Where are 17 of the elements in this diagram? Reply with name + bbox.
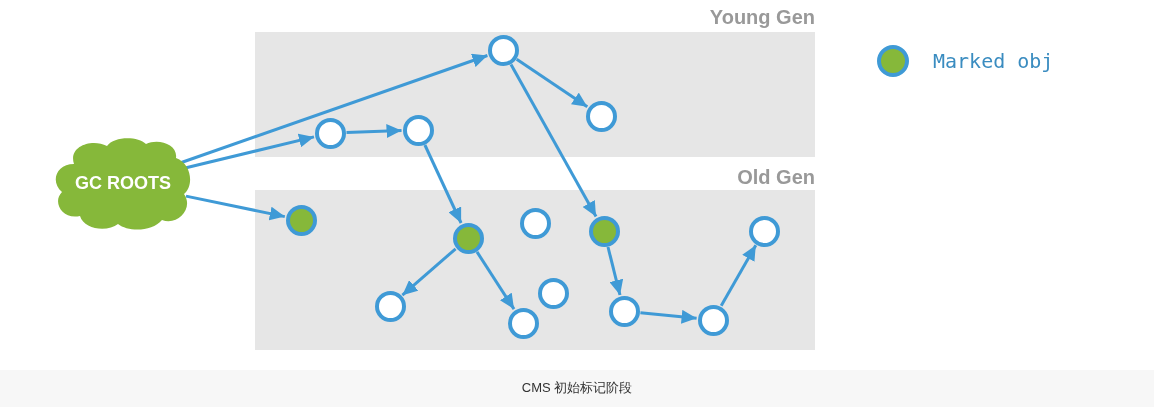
region-label: Old Gen xyxy=(737,165,815,190)
arrow xyxy=(719,244,758,307)
arrow xyxy=(606,246,624,296)
legend-label: Marked obj xyxy=(933,48,1054,74)
arrow xyxy=(640,309,697,324)
arrow xyxy=(423,144,463,224)
arrow xyxy=(185,194,286,221)
arrow xyxy=(401,247,457,297)
arrow xyxy=(475,251,516,310)
arrow xyxy=(180,53,488,164)
region-label: Young Gen xyxy=(709,5,815,30)
caption: CMS 初始标记阶段 xyxy=(0,370,1154,407)
arrow xyxy=(346,124,402,139)
node-label: GC ROOTS xyxy=(74,172,172,194)
arrow xyxy=(184,133,315,170)
arrow xyxy=(509,63,598,218)
arrow xyxy=(515,57,589,109)
